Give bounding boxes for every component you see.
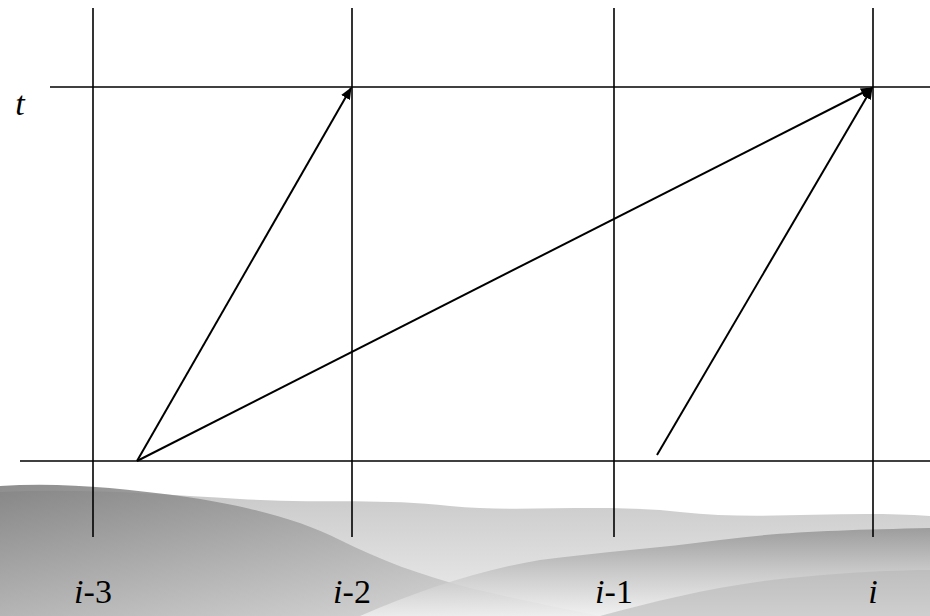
grid-lines	[20, 8, 930, 537]
grid-index-label: i	[868, 575, 877, 609]
grid-index-label: i-3	[74, 575, 112, 609]
mountain-backdrop	[0, 485, 930, 616]
axis-label: t	[15, 87, 24, 121]
grid-index-label: i-2	[333, 575, 371, 609]
characteristic-arrows	[137, 88, 872, 461]
grid-index-label: i-1	[595, 575, 633, 609]
